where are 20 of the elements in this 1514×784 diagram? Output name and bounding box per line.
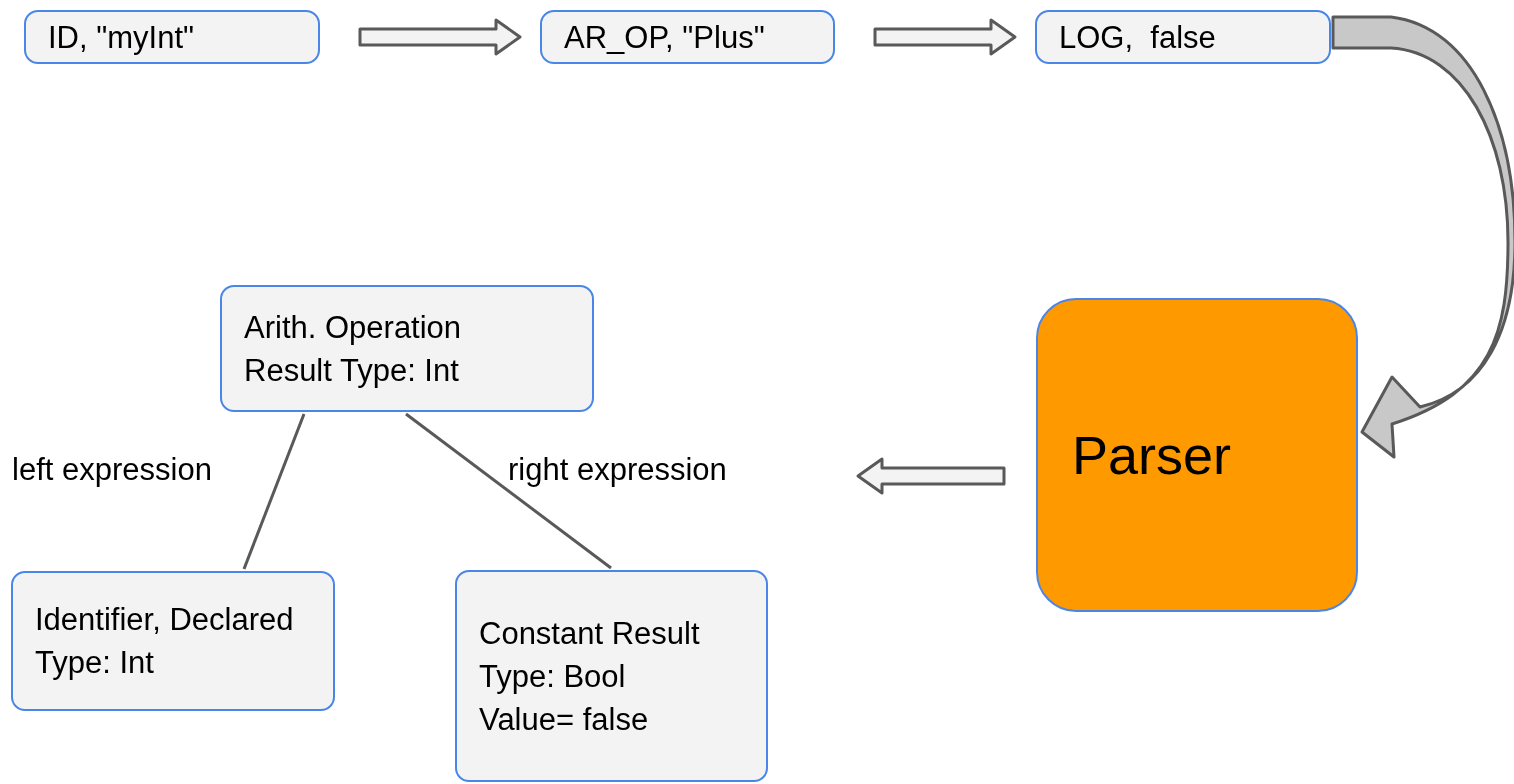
node-box (455, 570, 768, 782)
block-arrow (856, 457, 1006, 495)
connector-line (405, 412, 612, 570)
node-label: AR_OP, "Plus" (564, 18, 765, 57)
node-box (24, 10, 320, 64)
block-arrow (358, 18, 522, 56)
node-box (540, 10, 835, 64)
node-label: Arith. Operation Result Type: Int (244, 308, 463, 390)
block-arrow (1331, 15, 1514, 459)
connector-line (242, 413, 306, 570)
node-label: ID, "myInt" (48, 18, 195, 57)
node-box (220, 285, 594, 412)
node-label: Identifier, Declared Type: Int (35, 601, 295, 682)
block-arrow (873, 18, 1017, 56)
parser-box (1036, 298, 1358, 612)
node-label: Constant Result Type: Bool Value= false (479, 614, 701, 739)
node-label: Parser (1072, 425, 1232, 485)
node-box (11, 571, 335, 711)
node-box (1035, 10, 1331, 64)
node-label: LOG, false (1059, 18, 1216, 57)
